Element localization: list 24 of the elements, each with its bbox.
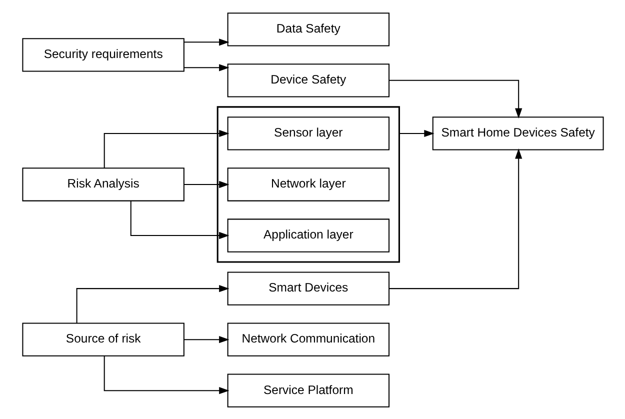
arrow — [103, 356, 229, 394]
arrow — [184, 64, 229, 71]
node-box: Risk Analysis — [22, 167, 184, 201]
arrow — [388, 148, 522, 289]
arrow — [103, 129, 229, 168]
node-box: Smart Devices — [226, 271, 390, 305]
arrow — [184, 180, 229, 188]
cluster — [216, 106, 400, 262]
arrow — [184, 336, 229, 343]
node-box: Sensor layer — [226, 116, 390, 150]
arrow — [130, 200, 229, 239]
node-box: Application layer — [226, 218, 390, 252]
node-box: Source of risk — [22, 322, 184, 356]
node-box: Service Platform — [226, 373, 390, 407]
arrow — [184, 38, 229, 46]
arrow — [398, 129, 434, 137]
node-box: Smart Home Devices Safety — [432, 116, 604, 150]
node-box: Device Safety — [226, 63, 390, 97]
arrow — [76, 284, 229, 323]
arrow — [388, 79, 522, 118]
node-box: Network Communication — [226, 322, 390, 356]
node-box: Data Safety — [226, 12, 390, 46]
node-box: Security requirements — [22, 38, 184, 72]
node-box: Network layer — [226, 167, 390, 201]
